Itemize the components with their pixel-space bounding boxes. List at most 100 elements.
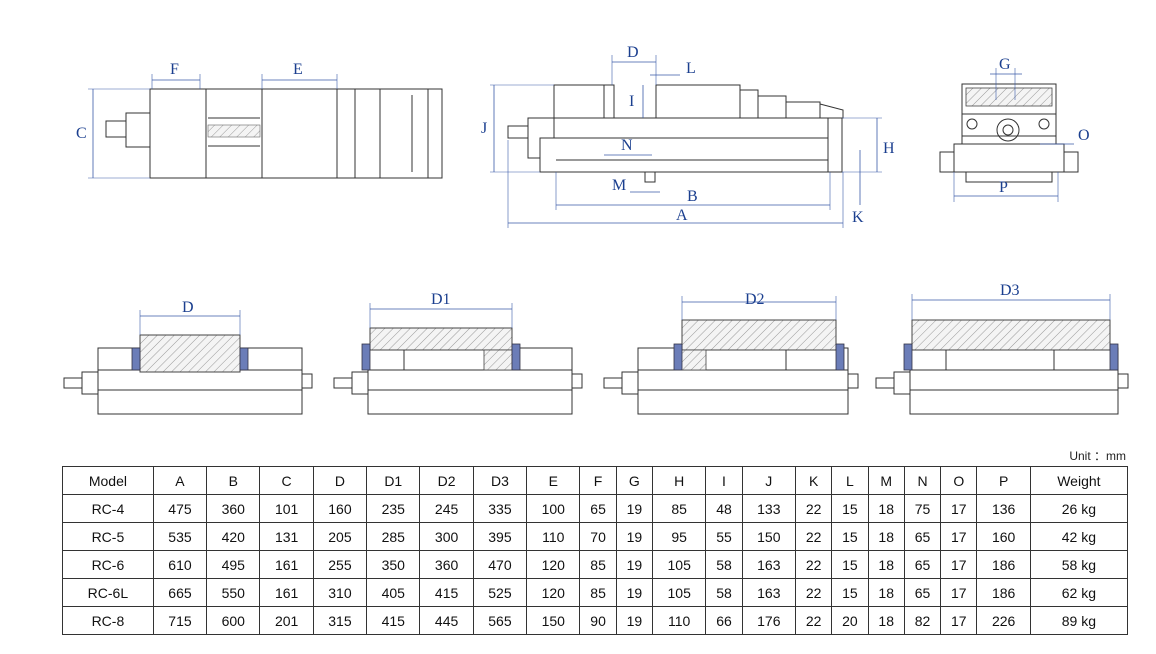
label-clamp-d1: D1 (431, 291, 451, 308)
value-cell: 110 (526, 522, 581, 551)
value-cell: 55 (705, 522, 743, 551)
value-cell: 19 (615, 550, 654, 579)
value-cell: 17 (940, 494, 978, 523)
column-header: D2 (419, 466, 474, 495)
value-cell: 42 kg (1029, 522, 1129, 551)
label-i: I (629, 93, 634, 110)
label-k: K (852, 209, 864, 226)
value-cell: 22 (794, 550, 833, 579)
column-header: D (312, 466, 368, 495)
label-j: J (481, 120, 487, 137)
value-cell: 163 (741, 578, 796, 607)
value-cell: 350 (366, 550, 421, 579)
value-cell: 665 (152, 578, 208, 607)
value-cell: 22 (794, 522, 833, 551)
top-view: F E C (76, 61, 443, 179)
column-header: D3 (472, 466, 528, 495)
value-cell: 22 (794, 606, 833, 635)
value-cell: 66 (705, 606, 743, 635)
label-e: E (293, 61, 303, 78)
value-cell: 420 (206, 522, 261, 551)
end-view: G O P (939, 56, 1090, 202)
value-cell: 315 (312, 606, 368, 635)
value-cell: 58 kg (1029, 550, 1129, 579)
value-cell: 120 (526, 550, 581, 579)
value-cell: 17 (940, 606, 978, 635)
value-cell: 285 (366, 522, 421, 551)
value-cell: 160 (312, 494, 368, 523)
value-cell: 105 (652, 578, 707, 607)
value-cell: 176 (741, 606, 796, 635)
label-d: D (627, 44, 639, 61)
value-cell: 15 (831, 522, 869, 551)
value-cell: 19 (615, 522, 654, 551)
label-p: P (999, 179, 1008, 196)
value-cell: 90 (579, 606, 617, 635)
value-cell: 255 (312, 550, 368, 579)
value-cell: 110 (652, 606, 707, 635)
value-cell: 65 (903, 578, 942, 607)
value-cell: 161 (259, 578, 314, 607)
label-clamp-d: D (182, 299, 194, 316)
value-cell: 226 (976, 606, 1031, 635)
value-cell: 300 (419, 522, 474, 551)
column-header: P (976, 466, 1031, 495)
value-cell: 18 (867, 606, 905, 635)
label-g: G (999, 56, 1011, 73)
value-cell: 360 (419, 550, 474, 579)
value-cell: 405 (366, 578, 421, 607)
column-header: K (794, 466, 833, 495)
clamp-view-d3: D3 (875, 282, 1129, 415)
value-cell: 15 (831, 550, 869, 579)
value-cell: 525 (472, 578, 528, 607)
value-cell: 95 (652, 522, 707, 551)
value-cell: 550 (206, 578, 261, 607)
value-cell: 89 kg (1029, 606, 1129, 635)
value-cell: 101 (259, 494, 314, 523)
column-header: Weight (1029, 466, 1129, 495)
value-cell: 17 (940, 522, 978, 551)
technical-drawing: F E C D L I (63, 44, 1129, 415)
value-cell: 22 (794, 578, 833, 607)
model-cell: RC-8 (62, 606, 154, 635)
label-n: N (621, 137, 633, 154)
value-cell: 186 (976, 578, 1031, 607)
value-cell: 395 (472, 522, 528, 551)
column-header: G (615, 466, 654, 495)
value-cell: 131 (259, 522, 314, 551)
clamp-view-d1: D1 (333, 291, 583, 415)
value-cell: 70 (579, 522, 617, 551)
value-cell: 65 (903, 522, 942, 551)
label-clamp-d2: D2 (745, 291, 765, 308)
model-cell: RC-4 (62, 494, 154, 523)
value-cell: 19 (615, 494, 654, 523)
value-cell: 58 (705, 550, 743, 579)
value-cell: 360 (206, 494, 261, 523)
value-cell: 15 (831, 578, 869, 607)
value-cell: 75 (903, 494, 942, 523)
value-cell: 19 (615, 578, 654, 607)
value-cell: 470 (472, 550, 528, 579)
label-h: H (883, 140, 895, 157)
label-clamp-d3: D3 (1000, 282, 1020, 299)
column-header: A (152, 466, 208, 495)
value-cell: 310 (312, 578, 368, 607)
value-cell: 62 kg (1029, 578, 1129, 607)
column-header: Model (62, 466, 154, 495)
value-cell: 18 (867, 578, 905, 607)
column-header: E (526, 466, 581, 495)
value-cell: 715 (152, 606, 208, 635)
value-cell: 160 (976, 522, 1031, 551)
value-cell: 201 (259, 606, 314, 635)
column-header: N (903, 466, 942, 495)
side-view: D L I J N H M B K A (481, 44, 895, 228)
value-cell: 85 (579, 578, 617, 607)
value-cell: 58 (705, 578, 743, 607)
value-cell: 133 (741, 494, 796, 523)
